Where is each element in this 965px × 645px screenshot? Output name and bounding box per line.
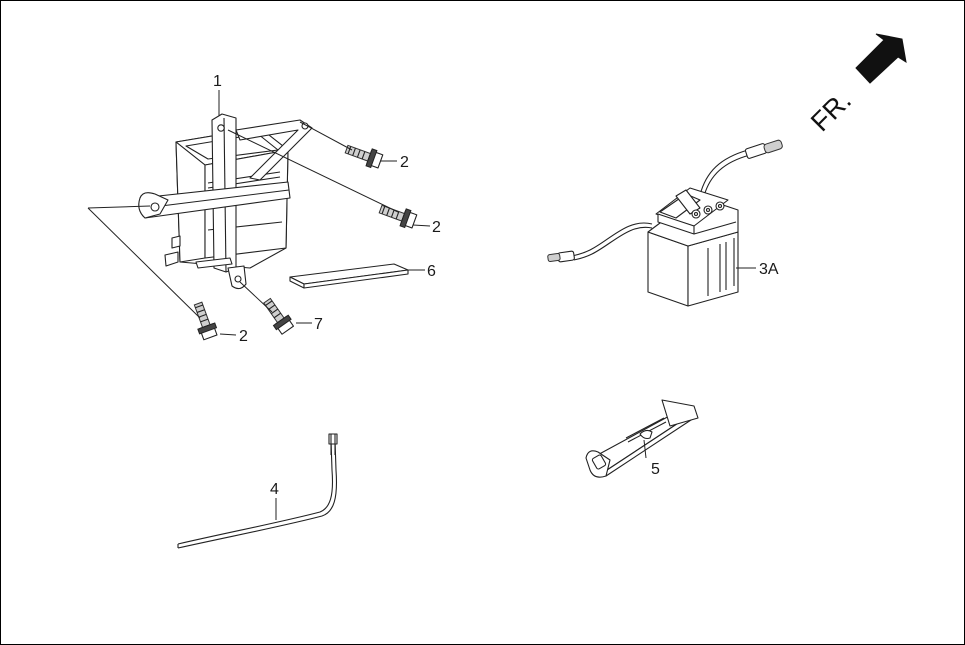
callout-bolt-bottom: 7: [314, 316, 323, 333]
bolt-lower-left: [193, 301, 218, 341]
bolt-upper-right: [344, 144, 384, 169]
front-label: FR.: [805, 85, 857, 137]
battery-strap: [585, 399, 699, 478]
callout-bolt-lower-left: 2: [239, 328, 248, 345]
arrow-icon: [855, 33, 907, 84]
bolt-bottom: [263, 297, 295, 335]
rubber-pad: [289, 263, 409, 289]
callout-breather-tube: 4: [270, 481, 279, 498]
bolt-right: [378, 204, 418, 229]
callout-rubber-pad: 6: [427, 263, 436, 280]
callout-bolt-right: 2: [432, 219, 441, 236]
breather-tube: [177, 433, 338, 549]
leader-lines: [87, 90, 756, 520]
callout-battery: 3A: [759, 261, 779, 278]
callout-battery-strap: 5: [651, 461, 660, 478]
callout-labels: 1 2 2 2 7 6 3A 4 5: [213, 73, 779, 498]
battery: [547, 139, 783, 307]
callout-bracket: 1: [213, 73, 222, 90]
battery-bracket: [138, 113, 313, 290]
front-direction-indicator: FR.: [805, 33, 907, 137]
callout-bolt-upper-right: 2: [400, 154, 409, 171]
